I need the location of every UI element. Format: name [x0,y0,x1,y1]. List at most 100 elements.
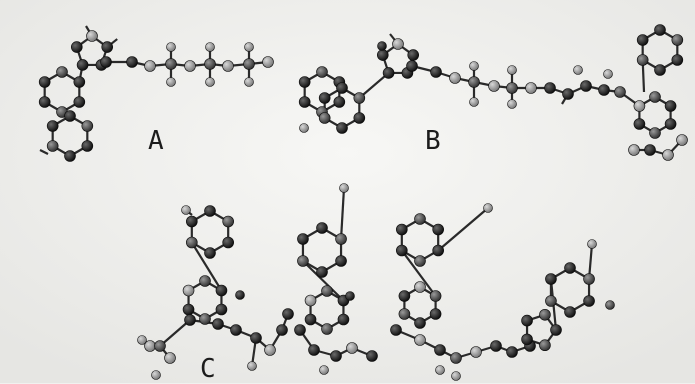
atom [636,54,649,66]
atom [335,255,347,267]
atom [186,236,198,249]
atom [182,284,195,297]
atom [64,150,76,162]
atom [671,54,684,66]
atom [662,149,674,161]
atom [507,65,517,75]
atom [264,344,276,356]
atom [654,64,666,76]
atom [580,80,592,92]
atom [507,99,517,109]
atom [222,60,234,72]
atom [186,215,198,228]
bond [190,241,223,292]
atom [430,66,442,78]
atom [182,303,195,316]
atom [451,371,461,381]
atom [316,66,328,78]
atom [215,284,228,297]
atom [86,30,98,42]
atom [545,295,557,307]
atom [316,222,328,234]
atom [468,76,480,88]
atom [664,118,677,130]
atom [235,290,245,300]
atom [46,120,59,132]
atom [506,82,518,94]
atom [435,365,445,375]
atom [392,38,404,50]
atom [181,205,191,215]
atom [390,324,402,336]
atom [336,122,348,134]
atom [151,370,161,380]
atom [376,49,389,61]
atom [636,34,649,46]
atom [414,255,426,267]
atom [297,233,309,245]
atom [587,239,597,249]
atom [56,66,68,78]
atom [644,144,656,156]
atom [337,313,350,326]
atom [304,294,317,307]
atom [321,285,333,297]
atom [450,352,462,364]
atom [64,110,76,122]
atom [76,59,89,71]
atom [598,84,610,96]
atom [339,183,349,193]
bond [39,149,49,155]
atom [81,120,94,132]
atom [432,244,444,257]
atom [164,352,176,364]
atom [469,97,479,107]
atom [184,60,196,72]
atom [377,41,387,51]
atom [562,88,574,100]
atom [366,350,378,362]
atom [318,112,331,124]
atom [199,313,211,325]
atom [414,334,426,346]
atom [633,100,646,112]
atom [353,92,366,104]
atom [46,140,59,152]
atom [204,205,216,217]
atom [204,58,216,70]
atom [298,76,311,88]
atom [488,80,500,92]
atom [539,339,551,352]
atom [544,82,556,94]
atom [166,77,176,87]
atom [429,308,442,320]
bond [159,319,191,347]
atom [490,340,502,352]
atom [628,144,640,156]
atom [38,96,51,108]
panel-label-b: B [425,126,441,156]
atom [244,42,254,52]
atom [73,76,86,88]
atom [126,56,138,68]
atom [539,308,551,321]
atom [654,24,666,36]
atom [262,56,274,68]
atom [583,295,595,307]
atom [73,96,86,108]
atom [603,69,613,79]
atom [298,96,311,108]
atom [250,332,262,344]
atom [483,203,493,213]
atom [304,313,317,326]
atom [398,290,411,302]
atom [605,300,615,310]
atom [222,236,234,249]
atom [335,233,347,245]
panel-label-c: C [200,354,216,384]
atom [614,86,626,98]
atom [166,42,176,52]
atom [506,346,518,358]
